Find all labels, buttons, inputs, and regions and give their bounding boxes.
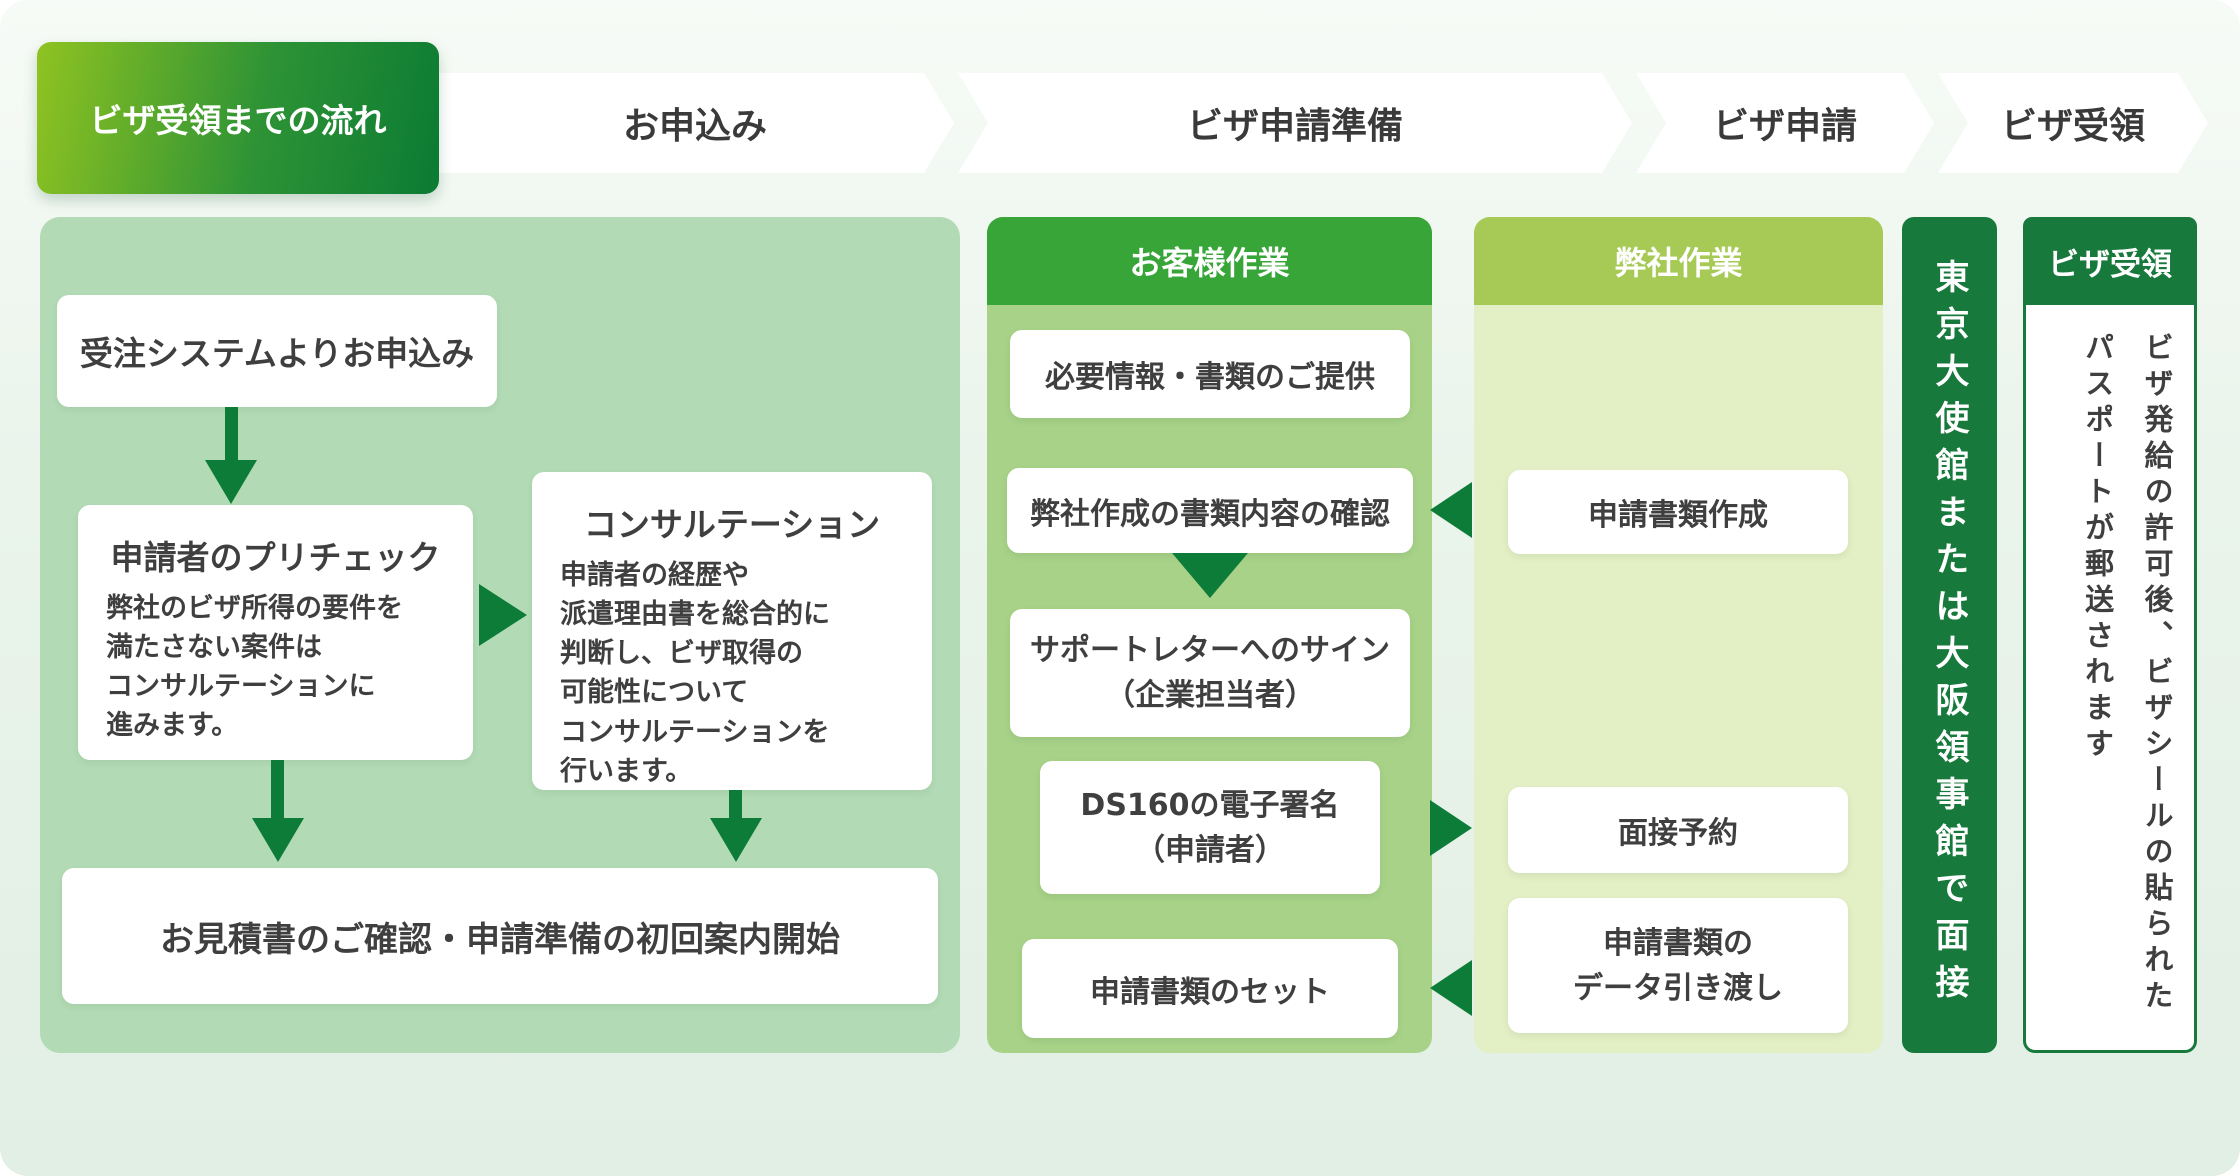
data-handover-box: 申請書類の データ引き渡し (1508, 898, 1848, 1033)
step-application: お申込み (436, 73, 954, 173)
interview-reservation-box: 面接予約 (1508, 787, 1848, 873)
order-system-box: 受注システムよりお申込み (57, 295, 497, 407)
down-arrow-icon (729, 790, 742, 820)
embassy-interview-bar: 東京大使館または大阪領事館で面接 (1902, 217, 1997, 1053)
company-tasks-header: 弊社作業 (1474, 217, 1883, 305)
flow-title-tab: ビザ受領までの流れ (37, 42, 439, 194)
create-documents-box: 申請書類作成 (1508, 470, 1848, 554)
step-visa-receive: ビザ受領 (1938, 73, 2208, 173)
support-letter-sign-box: サポートレターへのサイン （企業担当者） (1010, 609, 1410, 737)
consultation-title: コンサルテーション (583, 505, 881, 544)
precheck-title: 申請者のプリチェック (110, 538, 441, 577)
consultation-body: 申請者の経歴や 派遣理由書を総合的に 判断し、ビザ取得の 可能性について コンサ… (560, 560, 830, 787)
provide-documents-box: 必要情報・書類のご提供 (1010, 330, 1410, 418)
down-arrow-icon (225, 407, 238, 462)
precheck-body: 弊社のビザ所得の要件を 満たさない案件は コンサルテーションに 進みます。 (106, 593, 403, 742)
document-set-box: 申請書類のセット (1022, 939, 1398, 1038)
estimate-confirmation-box: お見積書のご確認・申請準備の初回案内開始 (62, 868, 938, 1004)
confirm-documents-box: 弊社作成の書類内容の確認 (1007, 468, 1413, 553)
step-visa-preparation: ビザ申請準備 (958, 73, 1632, 173)
left-arrow-icon (1430, 960, 1472, 1016)
visa-receipt-header: ビザ受領 (2023, 217, 2197, 305)
visa-receipt-body: ビザ発給の許可後、ビザシールの貼られた パスポートが郵送されます (2080, 332, 2174, 1016)
down-arrow-icon (271, 760, 284, 820)
customer-tasks-header: お客様作業 (987, 217, 1432, 305)
step-visa-apply: ビザ申請 (1636, 73, 1934, 173)
ds160-signature-box: DS160の電子署名 （申請者） (1040, 761, 1380, 894)
precheck-box: 申請者のプリチェック 弊社のビザ所得の要件を 満たさない案件は コンサルテーショ… (78, 505, 473, 760)
left-arrow-icon (1430, 482, 1472, 538)
embassy-interview-label: 東京大使館または大阪領事館で面接 (1929, 259, 1969, 1011)
right-arrow-icon (1430, 800, 1472, 856)
visa-receipt-panel (2023, 217, 2197, 1053)
consultation-box: コンサルテーション 申請者の経歴や 派遣理由書を総合的に 判断し、ビザ取得の 可… (532, 472, 932, 790)
